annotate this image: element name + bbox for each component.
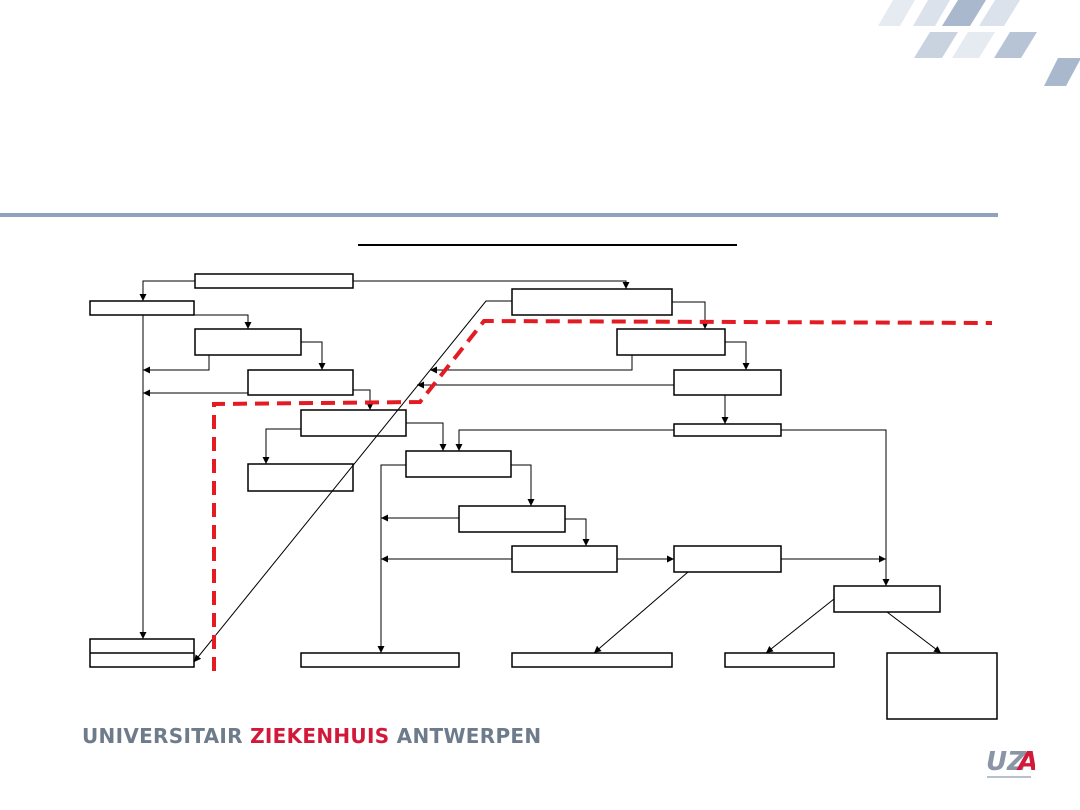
flow-box (247, 369, 354, 396)
flow-box (886, 652, 998, 720)
footer-text-part: ANTWERPEN (389, 724, 542, 748)
svg-text:A: A (1016, 747, 1035, 777)
uza-logo: UZ A (986, 747, 1035, 778)
flow-boxes (89, 273, 998, 720)
flow-box (511, 545, 618, 573)
flow-box (458, 505, 566, 533)
flow-box (194, 273, 354, 289)
flow-box (616, 328, 726, 356)
flow-box (89, 300, 195, 316)
flow-box (247, 463, 354, 492)
footer-text-part: UNIVERSITAIR (82, 724, 251, 748)
flow-box (405, 450, 512, 478)
flow-box (194, 328, 302, 356)
flow-box (300, 652, 460, 668)
flow-box (673, 545, 782, 573)
flow-connectors (139, 280, 942, 663)
flow-box (833, 585, 941, 613)
flow-box (724, 652, 835, 668)
flow-box (673, 423, 782, 437)
hospital-name: UNIVERSITAIR ZIEKENHUIS ANTWERPEN (82, 724, 541, 748)
boundary-dashed-line (212, 318, 993, 671)
decorative-stripes (878, 0, 1080, 86)
footer-text-accent: ZIEKENHUIS (250, 724, 390, 748)
svg-text:UZ: UZ (986, 747, 1027, 777)
flow-box (673, 369, 782, 396)
flow-box (511, 288, 673, 316)
flow-box (300, 409, 407, 437)
flow-box (511, 652, 673, 668)
header-divider (0, 213, 998, 217)
